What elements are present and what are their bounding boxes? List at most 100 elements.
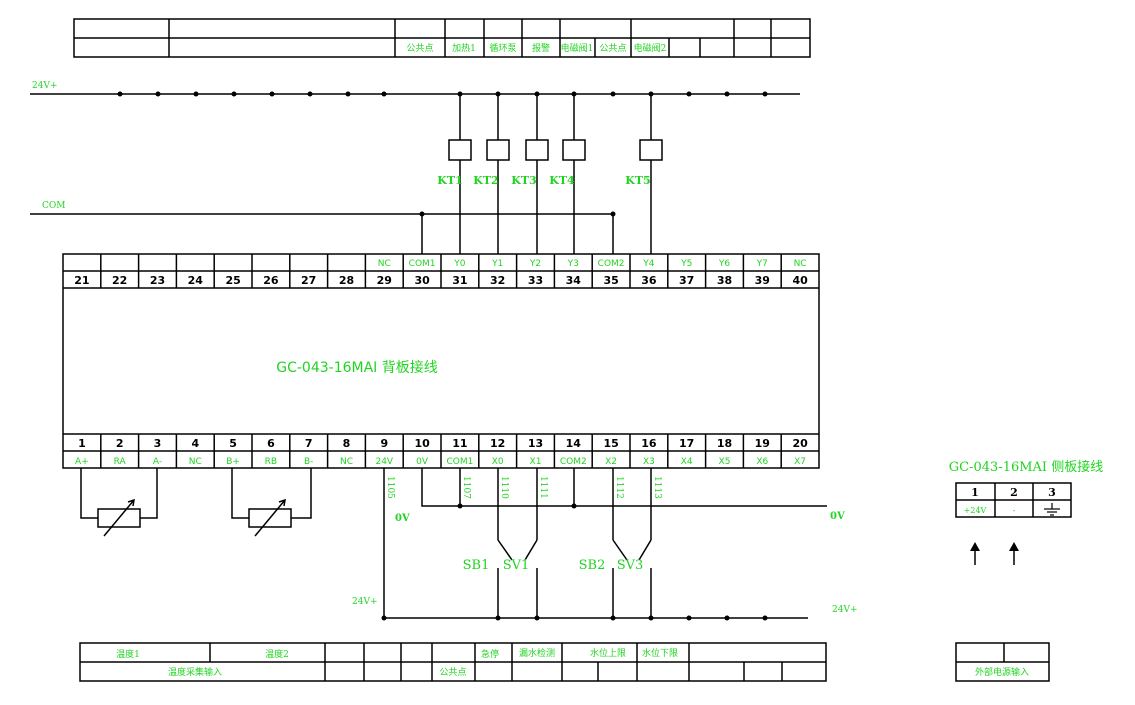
bottom-cell-temp2: 温度2 — [265, 648, 289, 660]
rail-24v-bottom-right-label: 24V+ — [832, 605, 858, 615]
bottom-cell-estop: 急停 — [481, 648, 499, 660]
wire-number-1111: 1111 — [538, 476, 548, 499]
module-bottom-label-16: X3 — [643, 457, 655, 467]
wire-number-1110: 1110 — [499, 476, 509, 499]
module-top-number-2: 22 — [112, 274, 127, 287]
rail-0v — [421, 468, 827, 507]
module-top-number-6: 26 — [263, 274, 279, 287]
module-bottom-label-15: X2 — [605, 457, 617, 467]
module-bottom-label-1: A+ — [75, 457, 89, 467]
wire-number-1107: 1107 — [461, 476, 471, 499]
switch-label-sb1: SB1 — [463, 558, 490, 573]
module-bottom-number-16: 16 — [641, 437, 657, 450]
module-top-label-12: Y1 — [491, 259, 503, 269]
switch-label-sb2: SB2 — [579, 558, 606, 573]
top-cell-valve-1: 电磁阀1 — [561, 42, 594, 54]
module-top-number-4: 24 — [188, 274, 204, 287]
bottom-cell-leak: 漏水检测 — [519, 647, 555, 659]
bottom-cell-level-high: 水位上限 — [590, 647, 626, 659]
module-top-number-13: 33 — [528, 274, 543, 287]
module-top-number-12: 32 — [490, 274, 505, 287]
module-bottom-number-10: 10 — [414, 437, 430, 450]
top-cell-heat-1: 加热1 — [452, 42, 476, 54]
side-terminal-number-2: 2 — [1010, 486, 1018, 499]
side-terminal-number-3: 3 — [1048, 486, 1056, 499]
bottom-cell-temp-input: 温度采集输入 — [168, 666, 222, 678]
relay-coil-kt5 — [639, 139, 663, 161]
module-top-label-11: Y0 — [453, 259, 465, 269]
module-top-label-13: Y2 — [529, 259, 541, 269]
module-top-label-19: Y7 — [756, 259, 768, 269]
side-module-title: GC-043-16MAI 侧板接线 — [949, 459, 1103, 475]
module-top-number-16: 36 — [641, 274, 657, 287]
module-bottom-number-7: 7 — [305, 437, 313, 450]
module-top-label-16: Y4 — [642, 259, 654, 269]
module-top-number-7: 27 — [301, 274, 316, 287]
module-top-number-3: 23 — [150, 274, 165, 287]
module-bottom-label-6: RB — [265, 457, 277, 467]
top-cell-alarm: 报警 — [532, 42, 550, 54]
module-top-label-18: Y6 — [718, 259, 730, 269]
module-top-number-18: 38 — [717, 274, 732, 287]
module-bottom-label-12: X0 — [492, 457, 504, 467]
module-bottom-label-7: B- — [304, 457, 313, 467]
module-top-number-9: 29 — [377, 274, 392, 287]
com-node-1 — [419, 211, 425, 217]
rail-0v-left-label: 0V — [395, 513, 410, 524]
module-bottom-number-12: 12 — [490, 437, 505, 450]
relay-label-kt2: KT2 — [473, 174, 498, 187]
module-bottom-number-19: 19 — [755, 437, 770, 450]
module-bottom-number-3: 3 — [154, 437, 162, 450]
top-cell-common-1: 公共点 — [406, 43, 433, 54]
module-bottom-label-11: COM1 — [446, 457, 473, 467]
side-terminal-label-minus: - — [1013, 506, 1016, 515]
module-bottom-label-14: COM2 — [560, 457, 587, 467]
rtd-a-wiring — [80, 468, 158, 537]
side-input-arrows — [970, 542, 1019, 565]
module-dividers — [100, 254, 782, 468]
relay-label-kt4: KT4 — [549, 174, 575, 187]
rail-0v-right-label: 0V — [830, 511, 845, 522]
rtd-b-wiring — [231, 468, 312, 537]
bottom-cell-common: 公共点 — [439, 667, 466, 678]
switch-wiring — [383, 468, 808, 619]
relay-label-kt3: KT3 — [511, 174, 536, 187]
module-bottom-number-18: 18 — [717, 437, 732, 450]
wire-number-1112: 1112 — [614, 476, 624, 499]
module-top-number-14: 34 — [566, 274, 582, 287]
module-top-label-17: Y5 — [680, 259, 692, 269]
module-bottom-label-5: B+ — [226, 457, 240, 467]
module-top-number-8: 28 — [339, 274, 354, 287]
module-bottom-number-6: 6 — [267, 437, 275, 450]
module-top-number-20: 40 — [792, 274, 808, 287]
module-bottom-label-8: NC — [340, 457, 353, 467]
relay-coil-kt1 — [448, 139, 472, 161]
module-bottom-label-3: A- — [153, 457, 162, 467]
top-cell-common-2: 公共点 — [599, 43, 626, 54]
relay-label-kt5: KT5 — [625, 174, 650, 187]
module-bottom-number-4: 4 — [191, 437, 199, 450]
module-bottom-number-11: 11 — [452, 437, 467, 450]
bottom-cell-level-low: 水位下限 — [642, 647, 678, 659]
module-top-number-5: 25 — [225, 274, 240, 287]
module-bottom-label-20: X7 — [794, 457, 806, 467]
com-drops — [421, 214, 614, 254]
module-bottom-label-17: X4 — [681, 457, 693, 467]
module-bottom-label-18: X5 — [719, 457, 731, 467]
top-cell-valve-2: 电磁阀2 — [634, 42, 667, 54]
module-top-label-15: COM2 — [598, 259, 625, 269]
module-bottom-label-10: 0V — [416, 457, 429, 467]
side-footer-label: 外部电源输入 — [975, 666, 1029, 678]
side-module-terminals — [955, 482, 1072, 518]
module-bottom-number-20: 20 — [792, 437, 808, 450]
relay-wires — [459, 94, 652, 254]
rail-24v-bottom-dots — [381, 615, 768, 621]
module-top-number-15: 35 — [603, 274, 618, 287]
module-title: GC-043-16MAI 背板接线 — [276, 359, 438, 376]
module-bottom-number-13: 13 — [528, 437, 543, 450]
module-bottom-number-8: 8 — [343, 437, 351, 450]
module-bottom-number-9: 9 — [380, 437, 388, 450]
